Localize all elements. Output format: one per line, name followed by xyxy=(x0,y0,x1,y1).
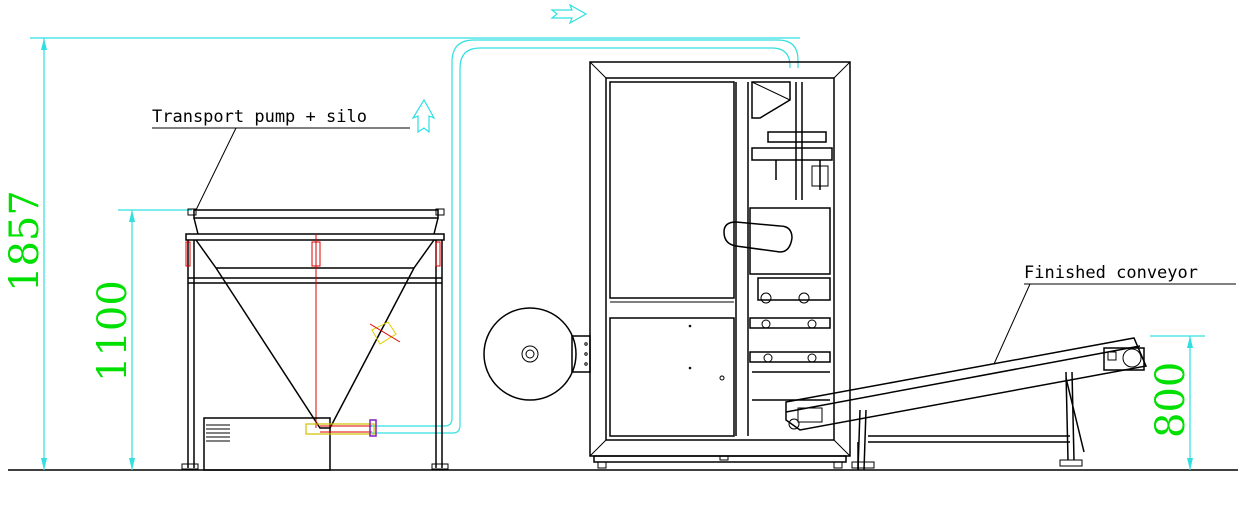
conveyor-label: Finished conveyor xyxy=(1024,263,1198,283)
dimension-overall: 1857 xyxy=(2,37,800,470)
flow-arrow-up-icon xyxy=(411,98,436,134)
flow-arrow-right-icon xyxy=(550,3,588,25)
transport-pipe xyxy=(372,3,799,434)
dimension-overall-value: 1857 xyxy=(2,190,48,292)
dimension-silo-value: 1100 xyxy=(90,280,136,382)
conveyor-callout: Finished conveyor xyxy=(993,263,1236,365)
pump-callout: Transport pump + silo xyxy=(152,107,410,211)
transport-pump-silo xyxy=(181,208,449,471)
dimension-conveyor: 800 xyxy=(1148,335,1205,470)
dimension-silo: 1100 xyxy=(90,209,192,470)
dimension-conveyor-value: 800 xyxy=(1148,362,1194,438)
pump-label: Transport pump + silo xyxy=(152,107,367,127)
finished-conveyor xyxy=(785,337,1148,471)
packaging-machine xyxy=(483,61,866,470)
